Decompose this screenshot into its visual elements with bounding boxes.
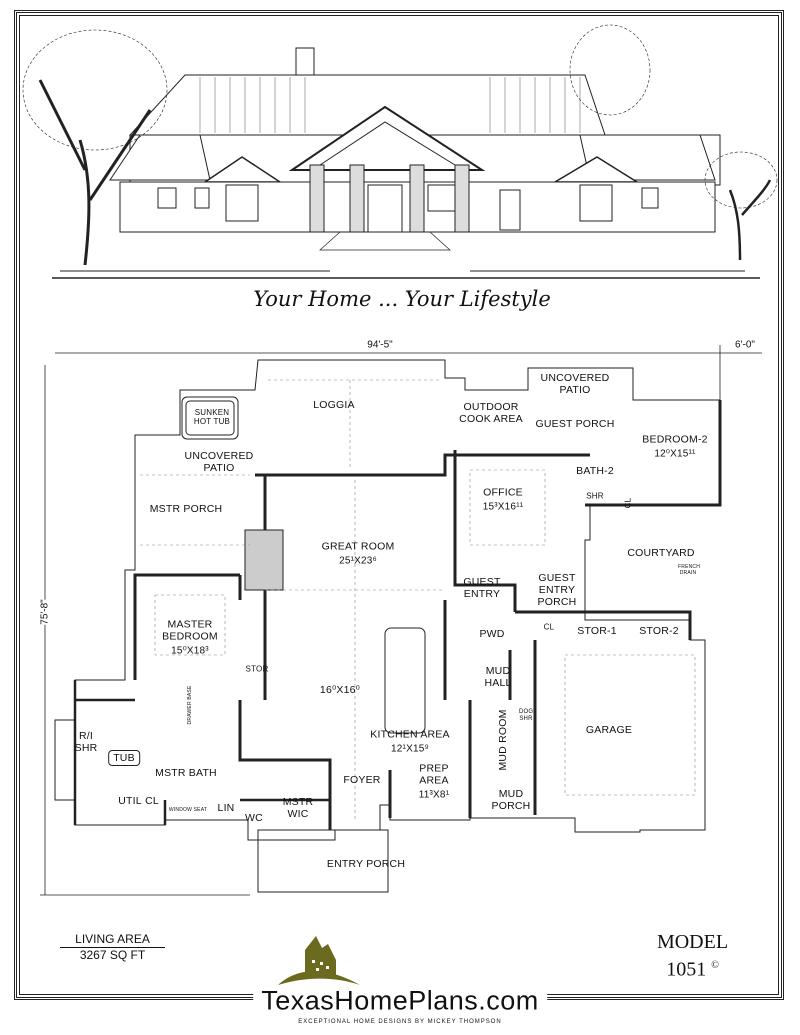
room-closet-bath: CL — [145, 795, 159, 807]
room-dims: 25¹X23⁶ — [339, 555, 377, 567]
front-elevation — [52, 47, 760, 279]
room-dims: 15⁰X18³ — [171, 645, 209, 657]
room-outdoor-cook-area: OUTDOOR COOK AREA — [459, 401, 523, 425]
room-lin: LIN — [217, 802, 235, 814]
room-kitchen-area: KITCHEN AREA 12¹X15⁹ — [370, 729, 449, 756]
model-number: 1051 — [666, 958, 707, 981]
brand-name: TexasHomePlans.com — [253, 985, 547, 1017]
room-uncovered-patio-right: UNCOVERED PATIO — [540, 372, 610, 396]
room-closet-bedroom-2: CL — [623, 497, 633, 509]
room-guest-entry-porch: GUEST ENTRY PORCH — [537, 572, 577, 608]
model-number-row: 1051 © — [640, 954, 745, 982]
dimension-lines — [40, 345, 762, 896]
room-uncovered-patio-left: UNCOVERED PATIO — [184, 450, 254, 474]
drawer-base-label: DRAWER BASE — [187, 685, 193, 725]
room-bedroom-2: BEDROOM-2 12⁰X15¹¹ — [642, 434, 707, 461]
tree-left-icon — [22, 29, 168, 266]
room-name: GREAT ROOM — [321, 540, 395, 553]
room-mud-hall: MUD HALL — [484, 665, 512, 689]
room-master-bedroom: MASTER BEDROOM 15⁰X18³ — [160, 619, 220, 658]
overall-depth-dimension: 75'-8" — [39, 599, 51, 625]
room-shower-bath-2: SHR — [586, 491, 604, 501]
tagline: Your Home ... Your Lifestyle — [253, 287, 551, 311]
window-seat-label: WINDOW SEAT — [168, 807, 208, 813]
room-name: OFFICE — [483, 486, 523, 499]
room-great-room: GREAT ROOM 25¹X23⁶ — [322, 541, 395, 568]
room-prep-area: PREP AREA 11³X8¹ — [416, 763, 452, 802]
room-sunken-hot-tub: SUNKEN HOT TUB — [193, 408, 231, 426]
room-guest-porch: GUEST PORCH — [535, 418, 615, 430]
room-dims-kitchen-living: 16⁰X16⁰ — [319, 684, 361, 696]
room-stor: STOR — [245, 664, 269, 674]
room-name: BEDROOM-2 — [642, 433, 708, 446]
room-mstr-wic: MSTR WIC — [282, 796, 314, 820]
tub-label: TUB — [108, 750, 140, 766]
living-area-value: 3267 SQ FT — [79, 948, 146, 962]
room-wc: WC — [245, 812, 263, 824]
room-name: MASTER BEDROOM — [162, 618, 218, 643]
overall-width-dimension: 94'-5" — [367, 339, 393, 351]
room-ri-shower: R/I SHR — [74, 730, 98, 754]
room-foyer: FOYER — [343, 774, 381, 786]
room-entry-porch: ENTRY PORCH — [326, 858, 406, 870]
room-util: UTIL — [118, 795, 142, 807]
room-courtyard: COURTYARD — [627, 547, 695, 559]
room-dims: 11³X8¹ — [418, 789, 450, 801]
room-mstr-porch: MSTR PORCH — [149, 503, 223, 515]
room-dims: 12¹X15⁹ — [391, 743, 429, 755]
extra-width-dimension: 6'-0" — [735, 339, 755, 351]
floor-plan — [54, 359, 722, 893]
room-mud-room: MUD ROOM — [497, 709, 509, 771]
room-loggia: LOGGIA — [313, 399, 355, 411]
room-dims: 15³X16¹¹ — [482, 501, 524, 513]
room-pwd: PWD — [479, 628, 505, 640]
room-dog-shower: DOG SHR — [519, 709, 534, 722]
room-guest-entry: GUEST ENTRY — [463, 576, 501, 600]
room-bath-2: BATH-2 — [576, 465, 614, 477]
tree-right-icon — [569, 24, 778, 261]
room-dims: 12⁰X15¹¹ — [654, 448, 696, 460]
room-office: OFFICE 15³X16¹¹ — [483, 487, 524, 514]
room-mstr-bath: MSTR BATH — [155, 767, 217, 779]
model-label: MODEL — [656, 931, 729, 953]
living-area-label: LIVING AREA — [60, 932, 165, 948]
living-area: LIVING AREA 3267 SQ FT — [60, 932, 165, 962]
room-stor-1: STOR-1 — [577, 625, 617, 637]
copyright-symbol: © — [711, 960, 719, 971]
room-garage: GARAGE — [585, 724, 633, 736]
room-stor-2: STOR-2 — [639, 625, 679, 637]
model-block: MODEL 1051 © — [640, 930, 745, 982]
room-mud-porch: MUD PORCH — [491, 788, 531, 812]
room-name: PREP AREA — [419, 762, 449, 787]
french-drain-label: FRENCH DRAIN — [678, 564, 701, 576]
room-name: KITCHEN AREA — [370, 728, 450, 741]
room-closet-entry: CL — [543, 622, 555, 632]
brand-subtitle: EXCEPTIONAL HOME DESIGNS BY MICKEY THOMP… — [298, 1019, 502, 1025]
